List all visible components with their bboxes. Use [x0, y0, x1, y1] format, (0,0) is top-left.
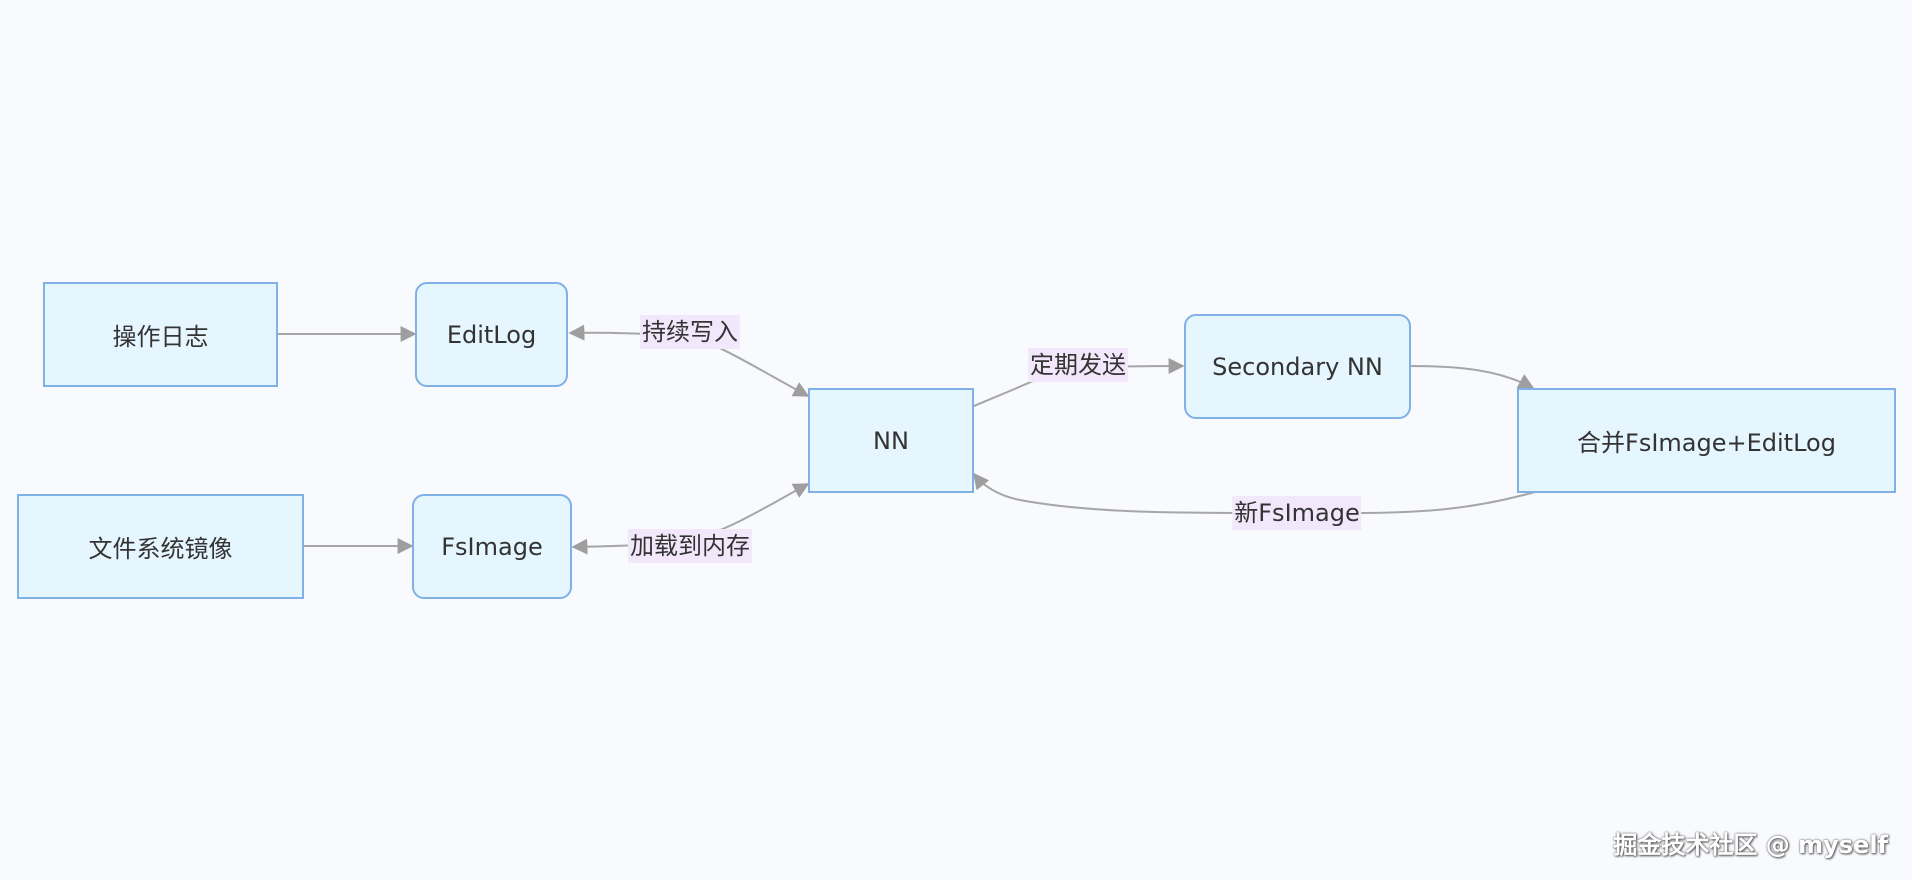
edge-label-send: 定期发送 [1028, 348, 1128, 382]
edge-label-write: 持续写入 [640, 315, 740, 349]
node-nn: NN [808, 388, 974, 493]
node-secondary-nn: Secondary NN [1184, 314, 1411, 419]
node-editlog: EditLog [415, 282, 568, 387]
node-merge: 合并FsImage+EditLog [1517, 388, 1896, 493]
edge-secondary-to-merge [1409, 365, 1535, 389]
node-filesystem-image: 文件系统镜像 [17, 494, 304, 599]
edge-merge-to-nn [973, 472, 1536, 515]
node-fsimage: FsImage [412, 494, 572, 599]
edge-label-new-image: 新FsImage [1232, 496, 1362, 530]
edge-label-load: 加载到内存 [628, 529, 752, 563]
watermark: 掘金技术社区 @ myself [1613, 831, 1888, 859]
node-operation-log: 操作日志 [43, 282, 278, 387]
